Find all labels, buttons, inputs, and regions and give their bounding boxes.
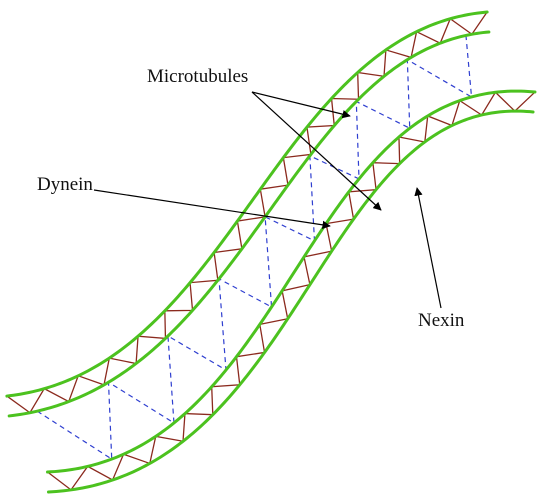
nexin-arrow	[414, 187, 442, 309]
microtubule-1-rail-1	[5, 10, 489, 398]
microtubules-arrow-lower	[251, 91, 382, 211]
dynein-label: Dynein	[37, 174, 93, 195]
microtubule-rails	[5, 10, 537, 494]
dynein-arms	[6, 11, 536, 491]
microtubule-1-rail-2	[7, 30, 491, 418]
microtubule-2-rail-1	[46, 89, 537, 474]
pointer-arrows	[93, 91, 442, 309]
dynein-arrow	[93, 189, 331, 230]
dynein-zigzag-2	[47, 91, 536, 491]
nexin-links	[36, 35, 473, 461]
microtubules-arrow-upper	[251, 91, 351, 119]
nexin-label: Nexin	[418, 310, 465, 331]
microtubule-2-rail-2	[46, 109, 535, 494]
nexin-links-path	[36, 35, 473, 461]
microtubules-label: Microtubules	[147, 66, 248, 87]
